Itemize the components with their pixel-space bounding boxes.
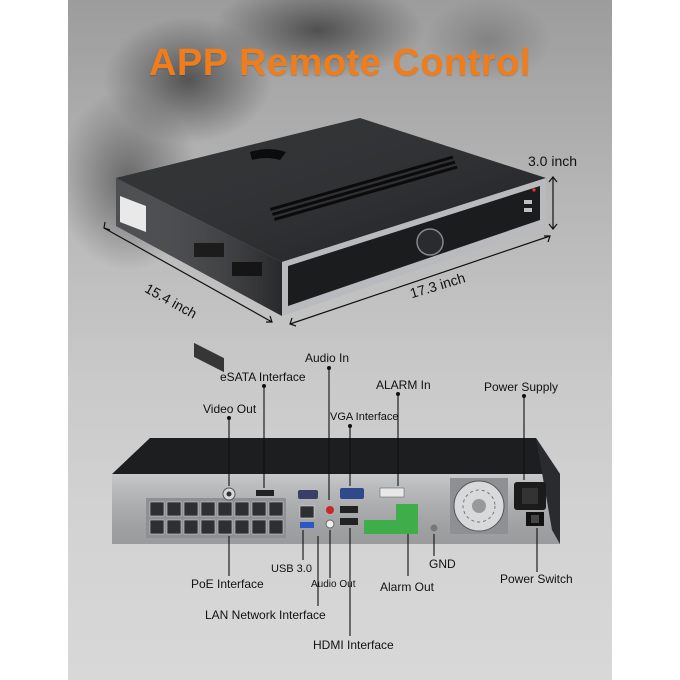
nvr-rear-view xyxy=(112,438,560,544)
alarm-in-label: ALARM In xyxy=(376,378,431,392)
background-photo xyxy=(68,0,612,680)
esata-label: eSATA Interface xyxy=(220,370,306,384)
power-switch-label: Power Switch xyxy=(500,572,573,586)
vga-label: VGA Interface xyxy=(330,411,399,423)
video-out-label: Video Out xyxy=(203,402,257,416)
nvr-top-view xyxy=(116,118,546,373)
dimension-lines xyxy=(103,176,558,327)
hdmi-label: HDMI Interface xyxy=(313,638,394,652)
page-title: APP Remote Control xyxy=(148,42,531,84)
gnd-label: GND xyxy=(429,557,456,571)
poe-label: PoE Interface xyxy=(191,577,264,591)
callout-lines xyxy=(228,368,538,636)
audio-out-label: Audio Out xyxy=(311,579,356,590)
alarm-out-label: Alarm Out xyxy=(380,580,435,594)
power-supply-label: Power Supply xyxy=(484,380,559,394)
usb-label: USB 3.0 xyxy=(271,563,312,575)
audio-in-label: Audio In xyxy=(305,351,350,365)
lan-label: LAN Network Interface xyxy=(205,608,326,622)
height-dimension-label: 3.0 inch xyxy=(528,153,578,169)
